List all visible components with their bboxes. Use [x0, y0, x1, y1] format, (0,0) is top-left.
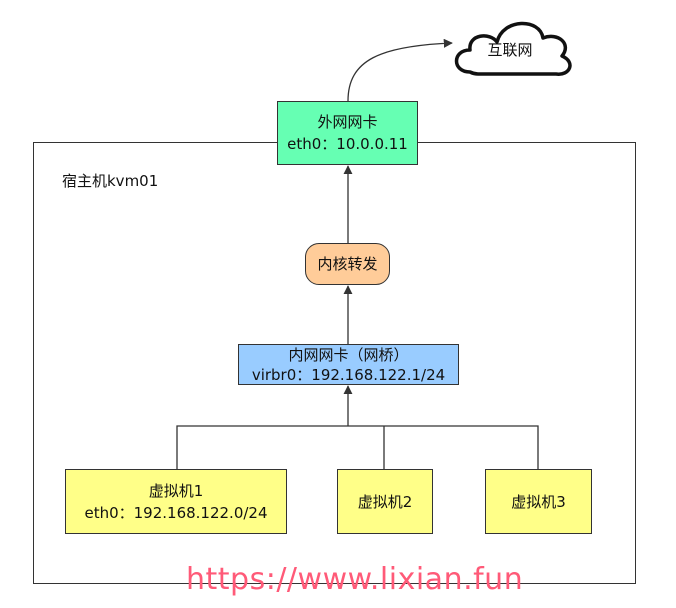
bridge-nic-node: 内网网卡（网桥） virbr0：192.168.122.1/24 — [238, 344, 459, 385]
bridge-nic-address: virbr0：192.168.122.1/24 — [251, 365, 446, 384]
vm-bus-connector — [176, 425, 539, 469]
external-nic-address: eth0：10.0.0.11 — [287, 135, 408, 153]
vm-node: 虚拟机2 — [337, 469, 433, 534]
kernel-forwarding-label: 内核转发 — [317, 255, 378, 273]
vm-title: 虚拟机1 — [148, 481, 204, 500]
vm-title: 虚拟机3 — [511, 492, 566, 511]
vm-node: 虚拟机1 eth0：192.168.122.0/24 — [65, 469, 287, 534]
vm-address: eth0：192.168.122.0/24 — [84, 503, 268, 522]
internet-label: 互联网 — [487, 41, 533, 59]
vm-node: 虚拟机3 — [485, 469, 592, 534]
kernel-forwarding-node: 内核转发 — [305, 243, 390, 285]
external-nic-title: 外网网卡 — [317, 113, 378, 131]
uplink-arrow — [347, 38, 453, 102]
external-nic-node: 外网网卡 eth0：10.0.0.11 — [277, 101, 418, 165]
internet-cloud-shape — [454, 21, 572, 76]
vm-title: 虚拟机2 — [357, 492, 413, 511]
watermark-url: https://www.lixian.fun — [186, 562, 524, 597]
host-label: 宿主机kvm01 — [62, 172, 159, 190]
bridge-nic-title: 内网网卡（网桥） — [288, 345, 409, 364]
